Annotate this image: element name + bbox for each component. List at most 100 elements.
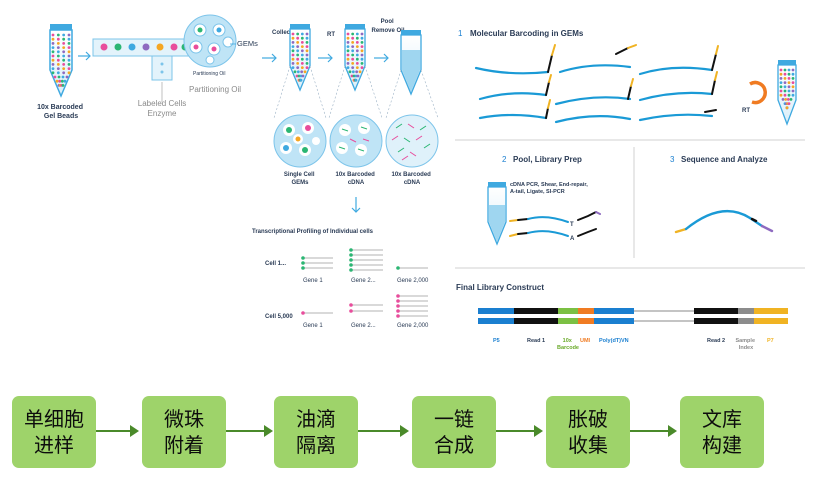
gel-bead-tube [49, 24, 73, 98]
bead-dot [65, 75, 69, 79]
p7-label: P7 [767, 338, 774, 344]
gene-label-2-top: Gene 2... [351, 278, 376, 284]
bead-dot [305, 41, 309, 44]
expression-dot [349, 309, 353, 313]
bead-dot [355, 57, 359, 61]
bead-dot [56, 33, 60, 37]
bead-dot [62, 42, 66, 45]
bead-dot [783, 85, 787, 89]
bead-dot [351, 66, 355, 69]
cdna-strand [415, 135, 423, 141]
bead-dot [62, 46, 66, 49]
bead-dot [291, 57, 295, 61]
bead-dot [62, 54, 66, 58]
bead-dot [355, 70, 359, 74]
bead-dot [301, 74, 305, 78]
gems-label: GEMs [237, 39, 258, 48]
expression-dot [396, 304, 400, 308]
bead-dot [791, 72, 795, 76]
bead-dot [300, 45, 304, 48]
bead-dot [351, 57, 355, 61]
gene-label-2-bottom: Gene 2... [351, 323, 376, 329]
cdna-strand [391, 135, 399, 141]
bead-dot [355, 45, 359, 48]
bead-dot [351, 41, 355, 44]
bead-dot [291, 36, 295, 40]
bead-dot [786, 98, 790, 101]
bead-dot [360, 66, 364, 69]
bead-dot [346, 41, 350, 44]
single-cell-gems-circle [273, 114, 327, 168]
bead-dot [60, 79, 64, 83]
bead-dot [53, 75, 57, 79]
rt-tube [344, 24, 366, 92]
bead-dot [355, 32, 359, 36]
bead-dot [787, 81, 791, 84]
bead-dot [791, 93, 795, 97]
bead-dot [355, 41, 359, 44]
barcoding-title: Molecular Barcoding in GEMs [470, 29, 584, 38]
bead-dot [56, 67, 60, 70]
bead-dot [355, 66, 359, 69]
cdna-strand [409, 151, 417, 157]
bead-dot [51, 42, 55, 45]
partitioning-oil-label: Partitioning Oil [189, 85, 241, 94]
bead-dot [783, 72, 787, 76]
bead-dot [779, 77, 783, 80]
t-overhang-label: T [570, 222, 574, 228]
microfluidic-channel [92, 38, 194, 81]
cdna-strand [419, 125, 427, 131]
cdna-strand [395, 123, 403, 129]
library-prep-tube [487, 182, 507, 246]
bead-dot [351, 36, 355, 40]
sample-index-label: Sample Index [735, 338, 756, 351]
bead-dot [360, 36, 364, 40]
bead-dot [299, 78, 303, 82]
library-construct-bars [478, 308, 788, 324]
bead-dot [296, 57, 300, 61]
bead-dot [789, 98, 793, 101]
expression-dot [301, 261, 305, 265]
umi-label: UMI [580, 338, 591, 344]
bead-dot [291, 45, 295, 48]
barcoding-number: 1 [458, 29, 463, 38]
bead-dot [783, 68, 787, 72]
bead-dot [291, 32, 295, 36]
a-overhang-label: A [570, 236, 575, 242]
bead-dot [348, 70, 352, 74]
bead-dot [787, 89, 791, 93]
bead-dot [305, 62, 309, 65]
bead-dot [305, 66, 309, 69]
bead-dot [360, 49, 364, 53]
bead-dot [300, 62, 304, 65]
arrow-icon [318, 53, 333, 63]
bead-dot [300, 66, 304, 69]
bead-dot [300, 70, 304, 74]
partitioning-oil-small-label: Partitioning Oil [193, 71, 226, 77]
barcoded-cdna-circle [329, 114, 383, 168]
expression-dot [301, 311, 305, 315]
library-title: Final Library Construct [456, 283, 544, 292]
bead-dot [351, 62, 355, 65]
expression-dot [301, 266, 305, 270]
bead-dot [355, 62, 359, 65]
bead-dot [360, 32, 364, 36]
bead-dot [51, 33, 55, 37]
bead-dot [62, 33, 66, 37]
bead-dot [779, 81, 783, 84]
bead-dot [296, 53, 300, 57]
cdna-strand [397, 147, 405, 153]
pooled-cdna-circle [385, 114, 439, 168]
expression-dot [396, 299, 400, 303]
bead-dot [299, 74, 303, 78]
bead-dot [291, 53, 295, 57]
bead-dot [346, 45, 350, 48]
bead-dot [296, 36, 300, 40]
bead-dot [784, 98, 788, 101]
bead-dot [291, 41, 295, 44]
step-arrow-icon [96, 425, 139, 437]
barcoded-cdna-label-2: 10x Barcoded cDNA [391, 172, 432, 186]
bead-dot [346, 49, 350, 53]
bead-dot [783, 89, 787, 93]
